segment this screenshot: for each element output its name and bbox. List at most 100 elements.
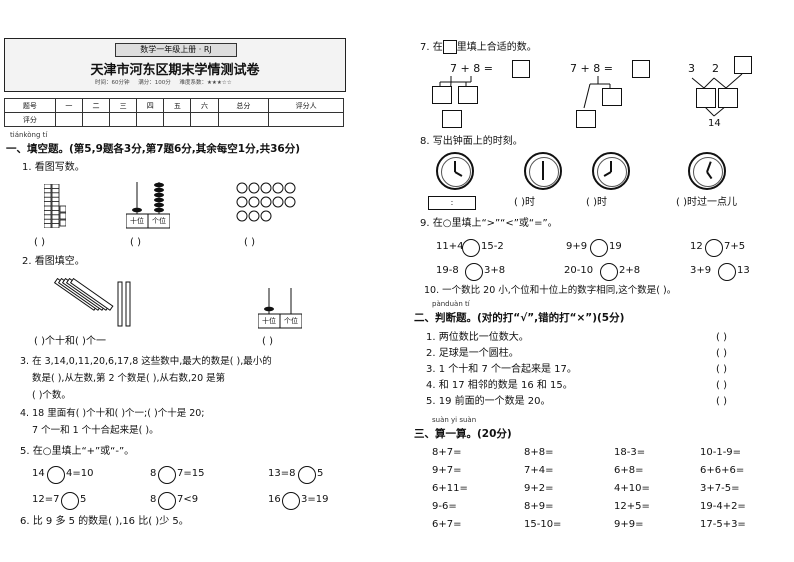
calc-item[interactable]: 12+5= bbox=[614, 501, 650, 512]
q9-item-5-right: 2+8 bbox=[619, 265, 641, 276]
dot bbox=[272, 196, 284, 208]
judge-answer[interactable]: ( ) bbox=[716, 348, 727, 359]
score-header-cell: 总分 bbox=[217, 98, 270, 113]
q7-expr-1: 7 + 8 = bbox=[450, 62, 493, 75]
clock-4 bbox=[688, 152, 726, 190]
q7-answer-box-1[interactable] bbox=[512, 60, 530, 78]
dot bbox=[248, 182, 260, 194]
judge-item: 5. 19 前面的一个数是 20。 bbox=[426, 396, 551, 407]
dot bbox=[236, 182, 248, 194]
score-cell[interactable] bbox=[268, 112, 344, 127]
q5-item-1-circle[interactable] bbox=[47, 466, 65, 484]
q9-item-1-circle[interactable] bbox=[462, 239, 480, 257]
q7-split-box-2a[interactable] bbox=[602, 88, 622, 106]
q5-item-2-circle[interactable] bbox=[158, 466, 176, 484]
calc-item[interactable]: 17-5+3= bbox=[700, 519, 746, 530]
abacus-2-ones-label: 个位 bbox=[284, 317, 298, 325]
calc-item[interactable]: 3+7-5= bbox=[700, 483, 740, 494]
q5-item-4-circle[interactable] bbox=[61, 492, 79, 510]
q7-split-lines-2 bbox=[572, 74, 632, 114]
section1-title: 一、填空题。(第5,9题各3分,第7题6分,其余每空1分,共36分) bbox=[6, 143, 300, 155]
calc-item[interactable]: 10-1-9= bbox=[700, 447, 742, 458]
score-cell[interactable] bbox=[217, 112, 270, 127]
q5-label: 5. 在○里填上“+”或“-”。 bbox=[20, 446, 135, 457]
judge-item: 2. 足球是一个圆柱。 bbox=[426, 348, 519, 359]
q9-label: 9. 在○里填上“>”“<”或“=”。 bbox=[420, 218, 558, 229]
q5-item-5-circle[interactable] bbox=[158, 492, 176, 510]
dot bbox=[260, 182, 272, 194]
q2-answer-2[interactable]: ( ) bbox=[262, 336, 273, 347]
judge-answer[interactable]: ( ) bbox=[716, 380, 727, 391]
score-cell[interactable] bbox=[81, 112, 111, 127]
judge-answer[interactable]: ( ) bbox=[716, 396, 727, 407]
judge-item: 1. 两位数比一位数大。 bbox=[426, 332, 529, 343]
score-cell[interactable] bbox=[54, 112, 83, 127]
calc-item[interactable]: 9-6= bbox=[432, 501, 457, 512]
q3-line1: 3. 在 3,14,0,11,20,6,17,8 这些数中,最大的数是( ),最… bbox=[20, 356, 272, 367]
calc-item[interactable]: 7+4= bbox=[524, 465, 554, 476]
q9-item-6-circle[interactable] bbox=[718, 263, 736, 281]
section2-title: 二、判断题。(对的打“√”,错的打“×”)(5分) bbox=[414, 312, 625, 324]
score-header-cell: 四 bbox=[136, 98, 165, 113]
q7-answer-box-2[interactable] bbox=[632, 60, 650, 78]
score-header-cell: 二 bbox=[81, 98, 111, 113]
abacus-1-ones-label: 个位 bbox=[152, 217, 166, 225]
dot bbox=[272, 182, 284, 194]
q1-answer-1[interactable]: ( ) bbox=[34, 237, 45, 248]
q1-answer-2[interactable]: ( ) bbox=[130, 237, 141, 248]
q2-answer-1[interactable]: ( )个十和( )个一 bbox=[34, 336, 106, 347]
score-cell[interactable] bbox=[163, 112, 192, 127]
calc-item[interactable]: 6+11= bbox=[432, 483, 468, 494]
q7-num-b: 2 bbox=[712, 62, 719, 75]
sticks-bundle-figure bbox=[48, 277, 138, 328]
calc-item[interactable]: 6+6+6= bbox=[700, 465, 745, 476]
calc-item[interactable]: 9+7= bbox=[432, 465, 462, 476]
q5-item-3-circle[interactable] bbox=[298, 466, 316, 484]
q7-merge-box-3b[interactable] bbox=[718, 88, 738, 108]
abacus-2: 十位 个位 bbox=[257, 288, 303, 332]
exam-time: 时间：60分钟 bbox=[95, 80, 130, 86]
calc-item[interactable]: 9+9= bbox=[614, 519, 644, 530]
calc-item[interactable]: 6+8= bbox=[614, 465, 644, 476]
q5-item-2-right: 7=15 bbox=[177, 468, 205, 479]
score-cell[interactable] bbox=[109, 112, 138, 127]
q7-sum-box-2[interactable] bbox=[576, 110, 596, 128]
calc-item[interactable]: 6+7= bbox=[432, 519, 462, 530]
judge-answer[interactable]: ( ) bbox=[716, 364, 727, 375]
judge-answer[interactable]: ( ) bbox=[716, 332, 727, 343]
q9-item-1-left: 11+4 bbox=[436, 241, 464, 252]
q7-answer-box-3[interactable] bbox=[734, 56, 752, 74]
q9-item-2-circle[interactable] bbox=[590, 239, 608, 257]
q9-item-4-circle[interactable] bbox=[465, 263, 483, 281]
calc-item[interactable]: 4+10= bbox=[614, 483, 650, 494]
q8-answer-4[interactable]: ( )时过一点儿 bbox=[676, 197, 737, 208]
q8-label: 8. 写出钟面上的时刻。 bbox=[420, 136, 523, 147]
q1-answer-3[interactable]: ( ) bbox=[244, 237, 255, 248]
calc-item[interactable]: 15-10= bbox=[524, 519, 562, 530]
exam-header: 数学一年级上册 · RJ 天津市河东区期末学情测试卷 时间：60分钟 满分：10… bbox=[4, 38, 346, 92]
q7-split-box-1a[interactable] bbox=[432, 86, 452, 104]
q6-text: 6. 比 9 多 5 的数是( ),16 比( )少 5。 bbox=[20, 516, 189, 527]
q7-split-box-1b[interactable] bbox=[458, 86, 478, 104]
q9-item-4-right: 3+8 bbox=[484, 265, 506, 276]
q9-item-5-circle[interactable] bbox=[600, 263, 618, 281]
calc-item[interactable]: 8+9= bbox=[524, 501, 554, 512]
calc-item[interactable]: 9+2= bbox=[524, 483, 554, 494]
q9-item-3-circle[interactable] bbox=[705, 239, 723, 257]
calc-item[interactable]: 8+8= bbox=[524, 447, 554, 458]
calc-item[interactable]: 18-3= bbox=[614, 447, 646, 458]
calc-item[interactable]: 19-4+2= bbox=[700, 501, 746, 512]
q7-sum-box-1[interactable] bbox=[442, 110, 462, 128]
calc-item[interactable]: 8+7= bbox=[432, 447, 462, 458]
score-cell[interactable] bbox=[190, 112, 219, 127]
dot bbox=[260, 210, 272, 222]
score-cell[interactable] bbox=[136, 112, 165, 127]
q7-merge-box-3a[interactable] bbox=[696, 88, 716, 108]
clock-1 bbox=[436, 152, 474, 190]
pinyin-tiankong: tiánkòng tí bbox=[10, 131, 48, 139]
abacus-2-tens-label: 十位 bbox=[262, 317, 276, 325]
q8-answer-2[interactable]: ( )时 bbox=[514, 197, 535, 208]
q2-label: 2. 看图填空。 bbox=[22, 256, 85, 267]
q8-answer-3[interactable]: ( )时 bbox=[586, 197, 607, 208]
q5-item-6-circle[interactable] bbox=[282, 492, 300, 510]
